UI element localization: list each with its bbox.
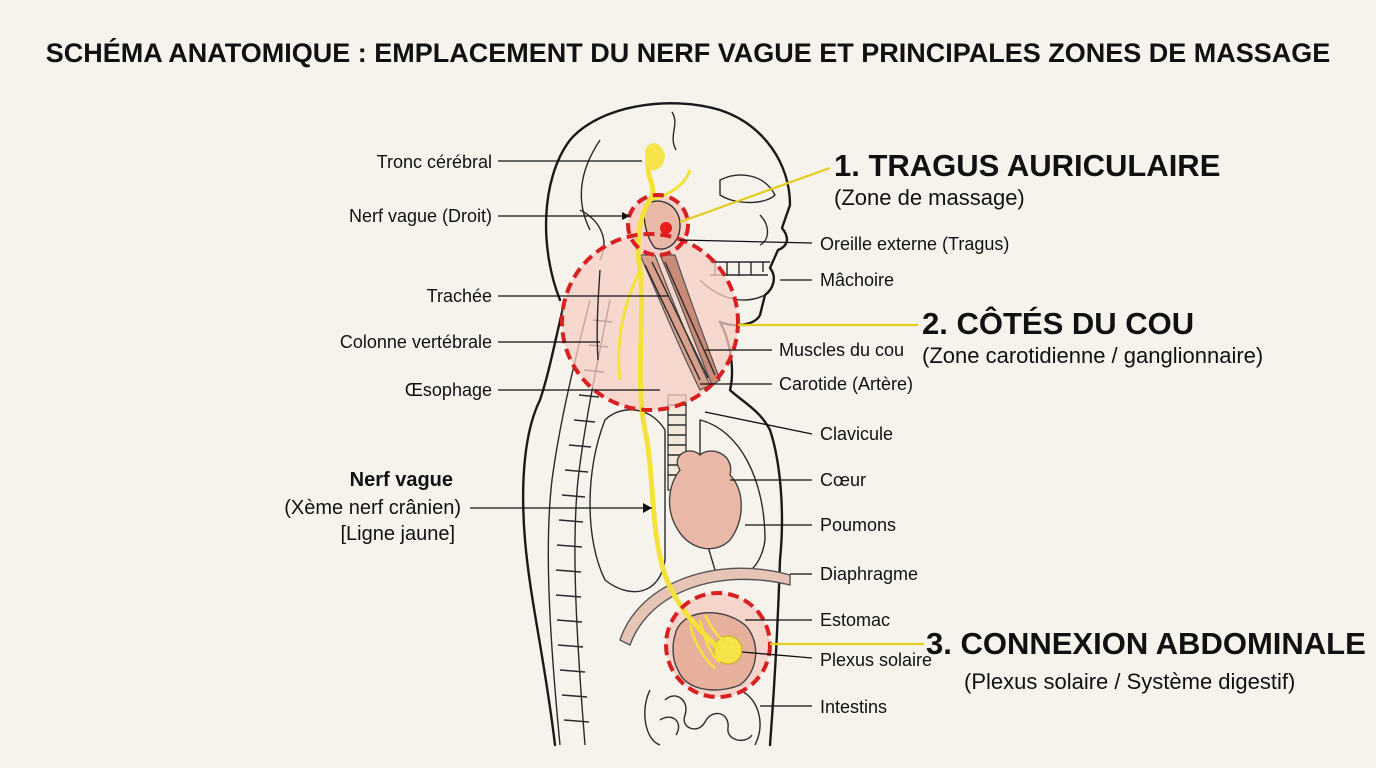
- heart: [670, 451, 742, 549]
- vagus-label-title: Nerf vague: [350, 469, 453, 491]
- label-diaphragme: Diaphragme: [820, 564, 918, 584]
- label-trachee: Trachée: [427, 286, 492, 306]
- label-coeur: Cœur: [820, 470, 866, 490]
- label-intestins: Intestins: [820, 697, 887, 717]
- label-machoire: Mâchoire: [820, 270, 894, 290]
- label-nerf-droit: Nerf vague (Droit): [349, 206, 492, 226]
- zone-1-subtitle: (Zone de massage): [834, 185, 1025, 210]
- page-title: SCHÉMA ANATOMIQUE : EMPLACEMENT DU NERF …: [46, 37, 1331, 68]
- zone-2-subtitle: (Zone carotidienne / ganglionnaire): [922, 343, 1263, 368]
- intestines: [645, 690, 760, 745]
- label-oesophage: Œsophage: [405, 380, 492, 400]
- zone-1-title: 1. TRAGUS AURICULAIRE: [834, 148, 1220, 183]
- vagus-label-line2: [Ligne jaune]: [340, 523, 455, 545]
- zone-2-title: 2. CÔTÉS DU COU: [922, 305, 1194, 341]
- label-muscles: Muscles du cou: [779, 340, 904, 360]
- label-colonne: Colonne vertébrale: [340, 332, 492, 352]
- label-tronc: Tronc cérébral: [377, 152, 492, 172]
- zone-3-subtitle: (Plexus solaire / Système digestif): [964, 669, 1295, 694]
- label-estomac: Estomac: [820, 610, 890, 630]
- label-oreille: Oreille externe (Tragus): [820, 234, 1009, 254]
- label-carotide: Carotide (Artère): [779, 374, 913, 394]
- vagus-label: Nerf vague (Xème nerf crânien) [Ligne ja…: [284, 469, 652, 545]
- tragus-point: [660, 222, 672, 234]
- label-poumons: Poumons: [820, 515, 896, 535]
- zone-3-title: 3. CONNEXION ABDOMINALE: [926, 626, 1366, 661]
- label-clavicule: Clavicule: [820, 424, 893, 444]
- label-plexus: Plexus solaire: [820, 650, 932, 670]
- vagus-label-line1: (Xème nerf crânien): [284, 497, 461, 519]
